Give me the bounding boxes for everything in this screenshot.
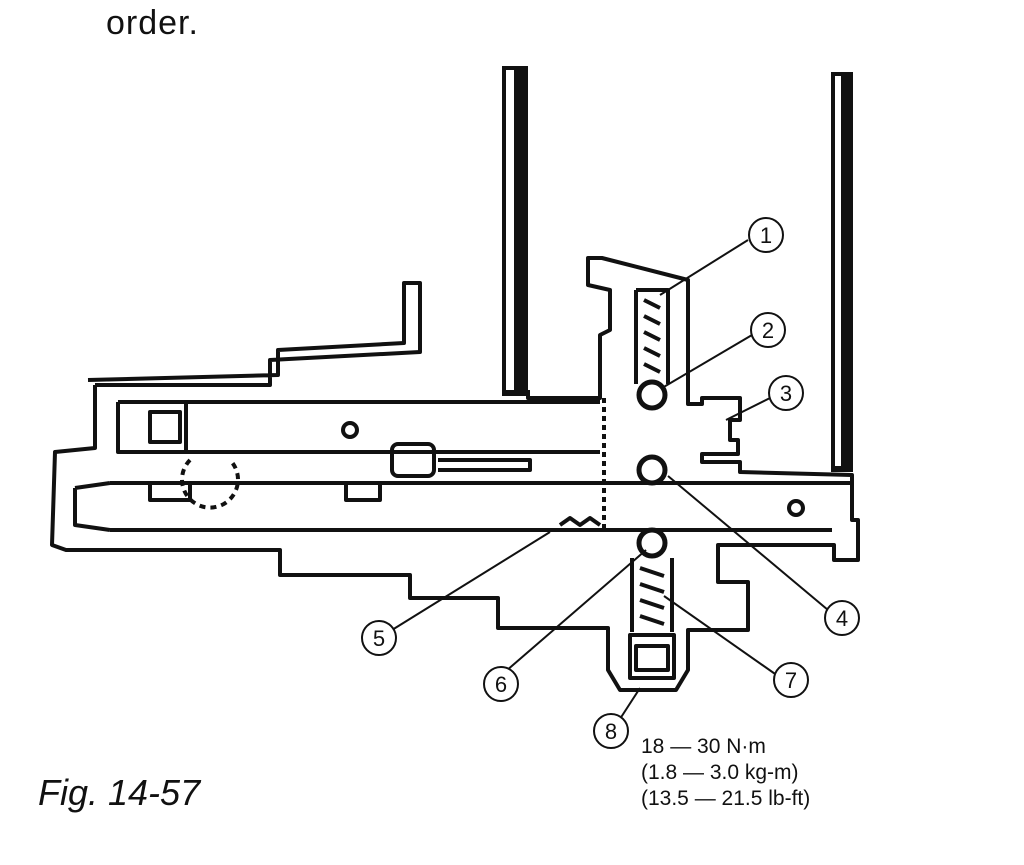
callout-2: 2: [750, 312, 786, 348]
left-fork-rod: [502, 66, 528, 396]
callout-7: 7: [773, 662, 809, 698]
callout-1: 1: [748, 217, 784, 253]
figure-caption: Fig. 14-57: [38, 772, 201, 813]
svg-text:3: 3: [780, 381, 792, 406]
svg-text:6: 6: [495, 672, 507, 697]
upper-detent-spring: [634, 288, 670, 384]
svg-text:7: 7: [785, 668, 797, 693]
torque-spec: 18 — 30 N·m (1.8 — 3.0 kg-m) (13.5 — 21.…: [641, 734, 810, 812]
svg-text:8: 8: [605, 719, 617, 744]
svg-text:1: 1: [760, 223, 772, 248]
callout-3: 3: [768, 375, 804, 411]
callout-leaders: [391, 239, 829, 723]
upper-shift-shaft: [116, 400, 600, 454]
lower-detent-ball: [636, 527, 668, 559]
torque-spec-kgm: (1.8 — 3.0 kg-m): [641, 761, 799, 784]
callout-4: 4: [824, 600, 860, 636]
housing-outline: [50, 256, 860, 692]
callout-6: 6: [483, 666, 519, 702]
lower-detent-spring: [630, 558, 674, 632]
plug-bolt: [628, 633, 676, 680]
svg-text:2: 2: [762, 318, 774, 343]
torque-spec-imperial: (13.5 — 21.5 lb-ft): [641, 787, 811, 810]
right-fork-rod: [831, 72, 853, 472]
middle-detent-ball: [636, 454, 668, 486]
torque-spec-metric: 18 — 30 N·m: [641, 735, 766, 758]
upper-detent-ball: [636, 379, 668, 411]
lower-shift-shaft: [73, 481, 852, 532]
svg-text:5: 5: [373, 626, 385, 651]
svg-text:4: 4: [836, 606, 848, 631]
callout-5: 5: [361, 620, 397, 656]
page-header-text: order.: [106, 4, 199, 42]
callout-8: 8: [593, 713, 629, 749]
